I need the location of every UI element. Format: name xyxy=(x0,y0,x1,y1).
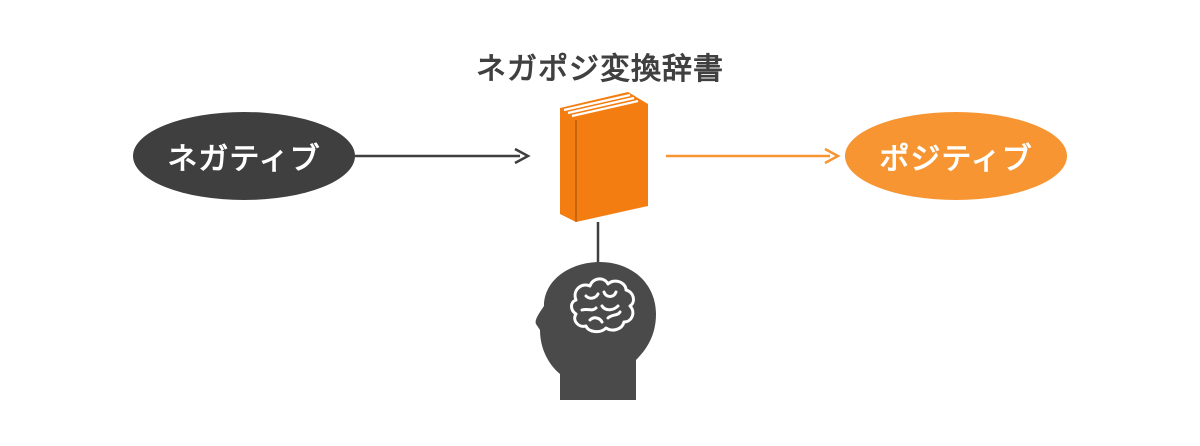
diagram-title: ネガポジ変換辞書 xyxy=(476,52,724,87)
right-arrow xyxy=(666,147,841,165)
book-icon xyxy=(560,92,648,222)
negative-node: ネガティブ xyxy=(133,112,355,200)
negative-label: ネガティブ xyxy=(167,142,321,177)
positive-node: ポジティブ xyxy=(845,112,1067,200)
left-arrow xyxy=(355,147,531,165)
brain-head-icon xyxy=(535,262,656,400)
positive-label: ポジティブ xyxy=(879,142,1033,177)
